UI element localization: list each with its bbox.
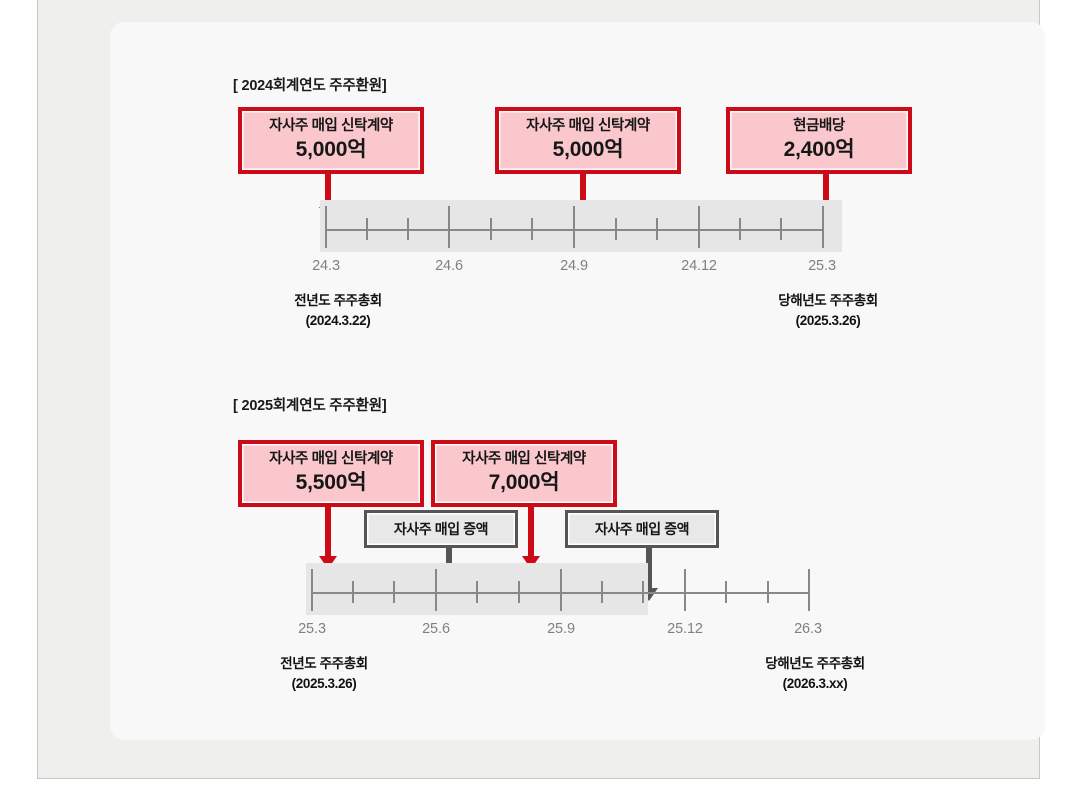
gray-callout-box-1[interactable]: 자사주 매입 증액: [364, 510, 518, 548]
axis-tick-label: 25.9: [547, 621, 575, 637]
red-arrow-5-icon: [522, 507, 540, 569]
red-box-5-value: 7,000억: [488, 470, 560, 494]
axis-minor-tick: [642, 581, 644, 603]
section-title-fy2025: [ 2025회계연도 주주환원]: [233, 398, 387, 414]
axis-tick-label: 25.12: [667, 621, 703, 637]
red-box-2-value: 5,000억: [552, 137, 624, 161]
axis-minor-tick: [366, 218, 368, 240]
axis-minor-tick: [490, 218, 492, 240]
red-callout-box-2[interactable]: 자사주 매입 신탁계약 5,000억: [495, 107, 681, 174]
axis-minor-tick: [615, 218, 617, 240]
content-card: [ 2024회계연도 주주환원] 자사주 매입 신탁계약 5,000억 자사주 …: [110, 22, 1045, 740]
red-box-5-label: 자사주 매입 신탁계약: [462, 450, 586, 467]
axis-major-tick: [698, 206, 700, 248]
axis-minor-tick: [739, 218, 741, 240]
axis-minor-tick: [531, 218, 533, 240]
meeting-title: 전년도 주주총회: [294, 293, 382, 308]
axis-minor-tick: [725, 581, 727, 603]
gray-box-2-label: 자사주 매입 증액: [594, 521, 690, 537]
axis-major-tick: [325, 206, 327, 248]
axis-tick-label: 25.3: [808, 258, 836, 274]
timeline-band-fy2024: [320, 200, 842, 252]
meeting-caption-current: 당해년도 주주총회 (2026.3.xx): [765, 654, 865, 693]
meeting-title: 당해년도 주주총회: [778, 293, 878, 308]
axis-major-tick: [808, 569, 810, 611]
red-callout-box-5[interactable]: 자사주 매입 신탁계약 7,000억: [431, 440, 617, 507]
gray-box-1-label: 자사주 매입 증액: [393, 521, 489, 537]
axis-major-tick: [573, 206, 575, 248]
meeting-title: 전년도 주주총회: [280, 656, 368, 671]
axis-major-tick: [435, 569, 437, 611]
axis-tick-label: 24.3: [312, 258, 340, 274]
axis-tick-label: 25.6: [422, 621, 450, 637]
axis-minor-tick: [476, 581, 478, 603]
meeting-date: (2025.3.26): [795, 312, 861, 328]
axis-minor-tick: [518, 581, 520, 603]
meeting-date: (2025.3.26): [291, 675, 357, 691]
axis-tick-label: 25.3: [298, 621, 326, 637]
meeting-caption-previous: 전년도 주주총회 (2025.3.26): [280, 654, 368, 693]
axis-tick-label: 24.6: [435, 258, 463, 274]
axis-minor-tick: [780, 218, 782, 240]
meeting-date: (2024.3.22): [305, 312, 371, 328]
axis-tick-label: 24.9: [560, 258, 588, 274]
gray-callout-box-2[interactable]: 자사주 매입 증액: [565, 510, 719, 548]
red-box-4-label: 자사주 매입 신탁계약: [269, 450, 393, 467]
axis-major-tick: [822, 206, 824, 248]
axis-minor-tick: [601, 581, 603, 603]
axis-tick-label: 24.12: [681, 258, 717, 274]
axis-minor-tick: [767, 581, 769, 603]
red-box-4-value: 5,500억: [295, 470, 367, 494]
axis-minor-tick: [407, 218, 409, 240]
red-arrow-4-icon: [319, 507, 337, 569]
axis-tick-label: 26.3: [794, 621, 822, 637]
axis-major-tick: [560, 569, 562, 611]
section-title-fy2024: [ 2024회계연도 주주환원]: [233, 78, 387, 94]
meeting-title: 당해년도 주주총회: [765, 656, 865, 671]
meeting-caption-current: 당해년도 주주총회 (2025.3.26): [778, 291, 878, 330]
red-box-1-value: 5,000억: [295, 137, 367, 161]
meeting-date: (2026.3.xx): [782, 675, 848, 691]
axis-major-tick: [684, 569, 686, 611]
axis-major-tick: [311, 569, 313, 611]
red-box-2-label: 자사주 매입 신탁계약: [526, 117, 650, 134]
red-box-1-label: 자사주 매입 신탁계약: [269, 117, 393, 134]
axis-minor-tick: [393, 581, 395, 603]
outer-frame: [ 2024회계연도 주주환원] 자사주 매입 신탁계약 5,000억 자사주 …: [37, 0, 1045, 779]
meeting-caption-previous: 전년도 주주총회 (2024.3.22): [294, 291, 382, 330]
red-box-3-label: 현금배당: [793, 117, 845, 134]
axis-major-tick: [448, 206, 450, 248]
axis-minor-tick: [352, 581, 354, 603]
red-callout-box-3[interactable]: 현금배당 2,400억: [726, 107, 912, 174]
axis-minor-tick: [656, 218, 658, 240]
red-callout-box-1[interactable]: 자사주 매입 신탁계약 5,000억: [238, 107, 424, 174]
red-box-3-value: 2,400억: [783, 137, 855, 161]
red-callout-box-4[interactable]: 자사주 매입 신탁계약 5,500억: [238, 440, 424, 507]
